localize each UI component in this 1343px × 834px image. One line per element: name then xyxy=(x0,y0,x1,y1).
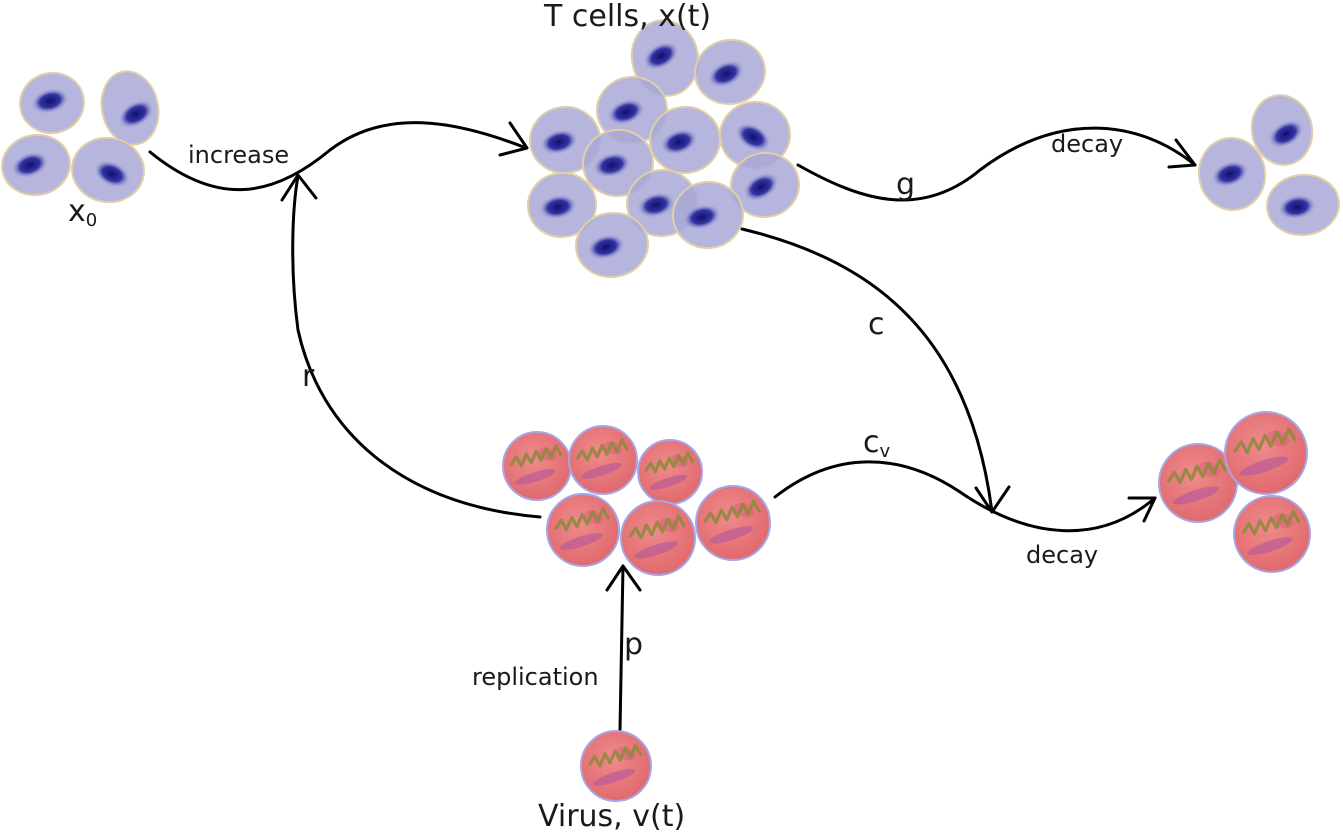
cv-label: cv xyxy=(863,425,890,461)
decay-top-label: decay xyxy=(1051,130,1124,158)
arrow-c xyxy=(740,227,994,514)
tcell xyxy=(672,180,744,250)
virus-cell xyxy=(502,431,572,501)
arrows xyxy=(148,121,1197,732)
tcell-groups xyxy=(1,19,1340,279)
increase-label: increase xyxy=(188,141,290,169)
tcells-main xyxy=(527,19,800,279)
virus-cell xyxy=(568,425,638,495)
arrow-increase xyxy=(148,121,528,192)
cv-base: c xyxy=(863,425,880,460)
arrowhead-decay-top xyxy=(1167,138,1197,169)
x0-base: x xyxy=(68,194,86,229)
arrowhead-decay-bottom xyxy=(1127,496,1157,523)
arrow-decay-bottom xyxy=(773,460,1157,533)
arrow-r xyxy=(291,174,542,519)
tcell xyxy=(1197,137,1267,211)
tcell xyxy=(71,136,145,204)
tcell xyxy=(100,70,160,146)
virus-groups xyxy=(502,411,1311,802)
virus-cell xyxy=(1224,411,1308,495)
replication-label: replication xyxy=(472,663,599,691)
tcell xyxy=(596,75,668,145)
virus-cell xyxy=(1158,443,1238,523)
tcell xyxy=(1250,94,1314,166)
virus-cells-main xyxy=(502,425,771,576)
virus-cell xyxy=(695,485,771,561)
arrow-replication xyxy=(618,564,625,732)
virus-cell xyxy=(637,439,703,505)
tcell xyxy=(719,100,791,170)
virus-cell xyxy=(580,730,652,802)
decay-bottom-label: decay xyxy=(1026,541,1099,569)
tcell xyxy=(1266,173,1340,237)
arrowhead-r xyxy=(280,173,318,202)
tcell xyxy=(19,71,85,135)
c-label: c xyxy=(868,307,885,342)
r-label: r xyxy=(302,359,315,394)
tcell xyxy=(575,211,649,279)
x0-subscript: 0 xyxy=(85,210,98,231)
virus-cell xyxy=(620,500,696,576)
tcell xyxy=(630,19,700,97)
virus-title: Virus, v(t) xyxy=(538,799,686,834)
arrowhead-increase xyxy=(498,121,529,157)
tcells-title: T cells, x(t) xyxy=(544,0,712,34)
virus-cell xyxy=(1233,495,1311,573)
tcells-decay xyxy=(1197,94,1340,237)
arrowhead-replication xyxy=(605,564,642,592)
tcells-x0 xyxy=(1,70,160,204)
x0-label: x0 xyxy=(68,194,97,230)
tcell xyxy=(649,105,721,175)
virus-cell-source xyxy=(580,730,652,802)
virus-cell xyxy=(546,493,620,567)
tcell xyxy=(527,171,597,239)
tcell xyxy=(582,128,654,198)
cv-subscript: v xyxy=(879,441,891,462)
tcell xyxy=(694,38,766,106)
arrow-decay-top xyxy=(796,126,1197,202)
tcell xyxy=(1,133,71,197)
g-label: g xyxy=(896,167,916,202)
p-label: p xyxy=(624,627,644,662)
virus-cells-decay xyxy=(1158,411,1311,573)
